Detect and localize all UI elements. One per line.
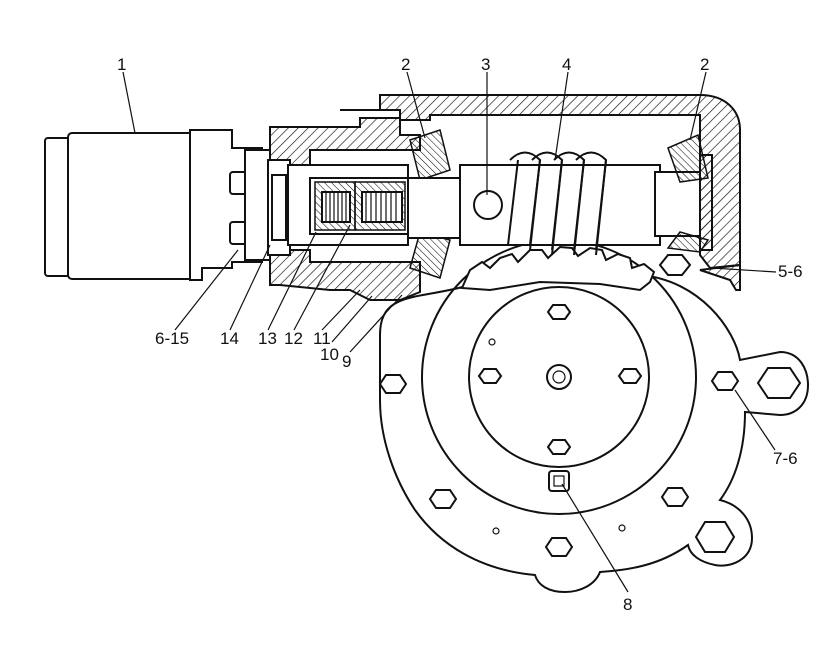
callout-5-6: 5-6: [778, 262, 803, 281]
callout-9: 9: [342, 352, 351, 371]
bolt-hex: [378, 374, 408, 394]
callout-12: 12: [284, 329, 303, 348]
wheel-hub: [546, 364, 572, 390]
coupling-assembly: [287, 164, 411, 246]
callout-2-right: 2: [700, 55, 709, 74]
bearing-left-top: [409, 129, 451, 181]
callout-8: 8: [623, 595, 632, 614]
callout-10: 10: [320, 345, 339, 364]
bolt-hex: [710, 371, 740, 391]
callouts: 1 2 3 4 2 5-6 6-15 14 13 12 11 10 9 7-6 …: [117, 55, 803, 614]
bolt-hex: [546, 304, 572, 320]
callout-11: 11: [313, 329, 331, 348]
bearing-left-bottom: [409, 231, 451, 279]
wheel-inner-circle: [468, 286, 650, 468]
motor: [44, 129, 291, 281]
shaft-oil-hole: [473, 190, 503, 220]
callout-13: 13: [258, 329, 277, 348]
callout-2-left: 2: [401, 55, 410, 74]
bolt-hex: [428, 489, 458, 509]
callout-4: 4: [562, 55, 571, 74]
callout-7-6: 7-6: [773, 449, 798, 468]
callout-14: 14: [220, 329, 239, 348]
callout-1: 1: [117, 55, 126, 74]
lug-bolt-hex: [756, 367, 802, 399]
wheel-housing: [378, 239, 810, 594]
drain-plug: [548, 470, 570, 492]
callout-3: 3: [481, 55, 490, 74]
worm-shaft: [407, 129, 713, 279]
bolt-hex: [617, 368, 643, 384]
bolt-hex: [544, 537, 574, 557]
bolt-hex: [477, 368, 503, 384]
callout-6-15: 6-15: [155, 329, 189, 348]
worm-wheel-teeth: [460, 245, 656, 292]
lug-bolt-hex: [694, 521, 736, 553]
leader-lines: [122, 71, 777, 593]
bolt-hex: [546, 439, 572, 455]
bolt-hex: [660, 487, 690, 507]
cap-bolt-hex: [658, 254, 692, 276]
